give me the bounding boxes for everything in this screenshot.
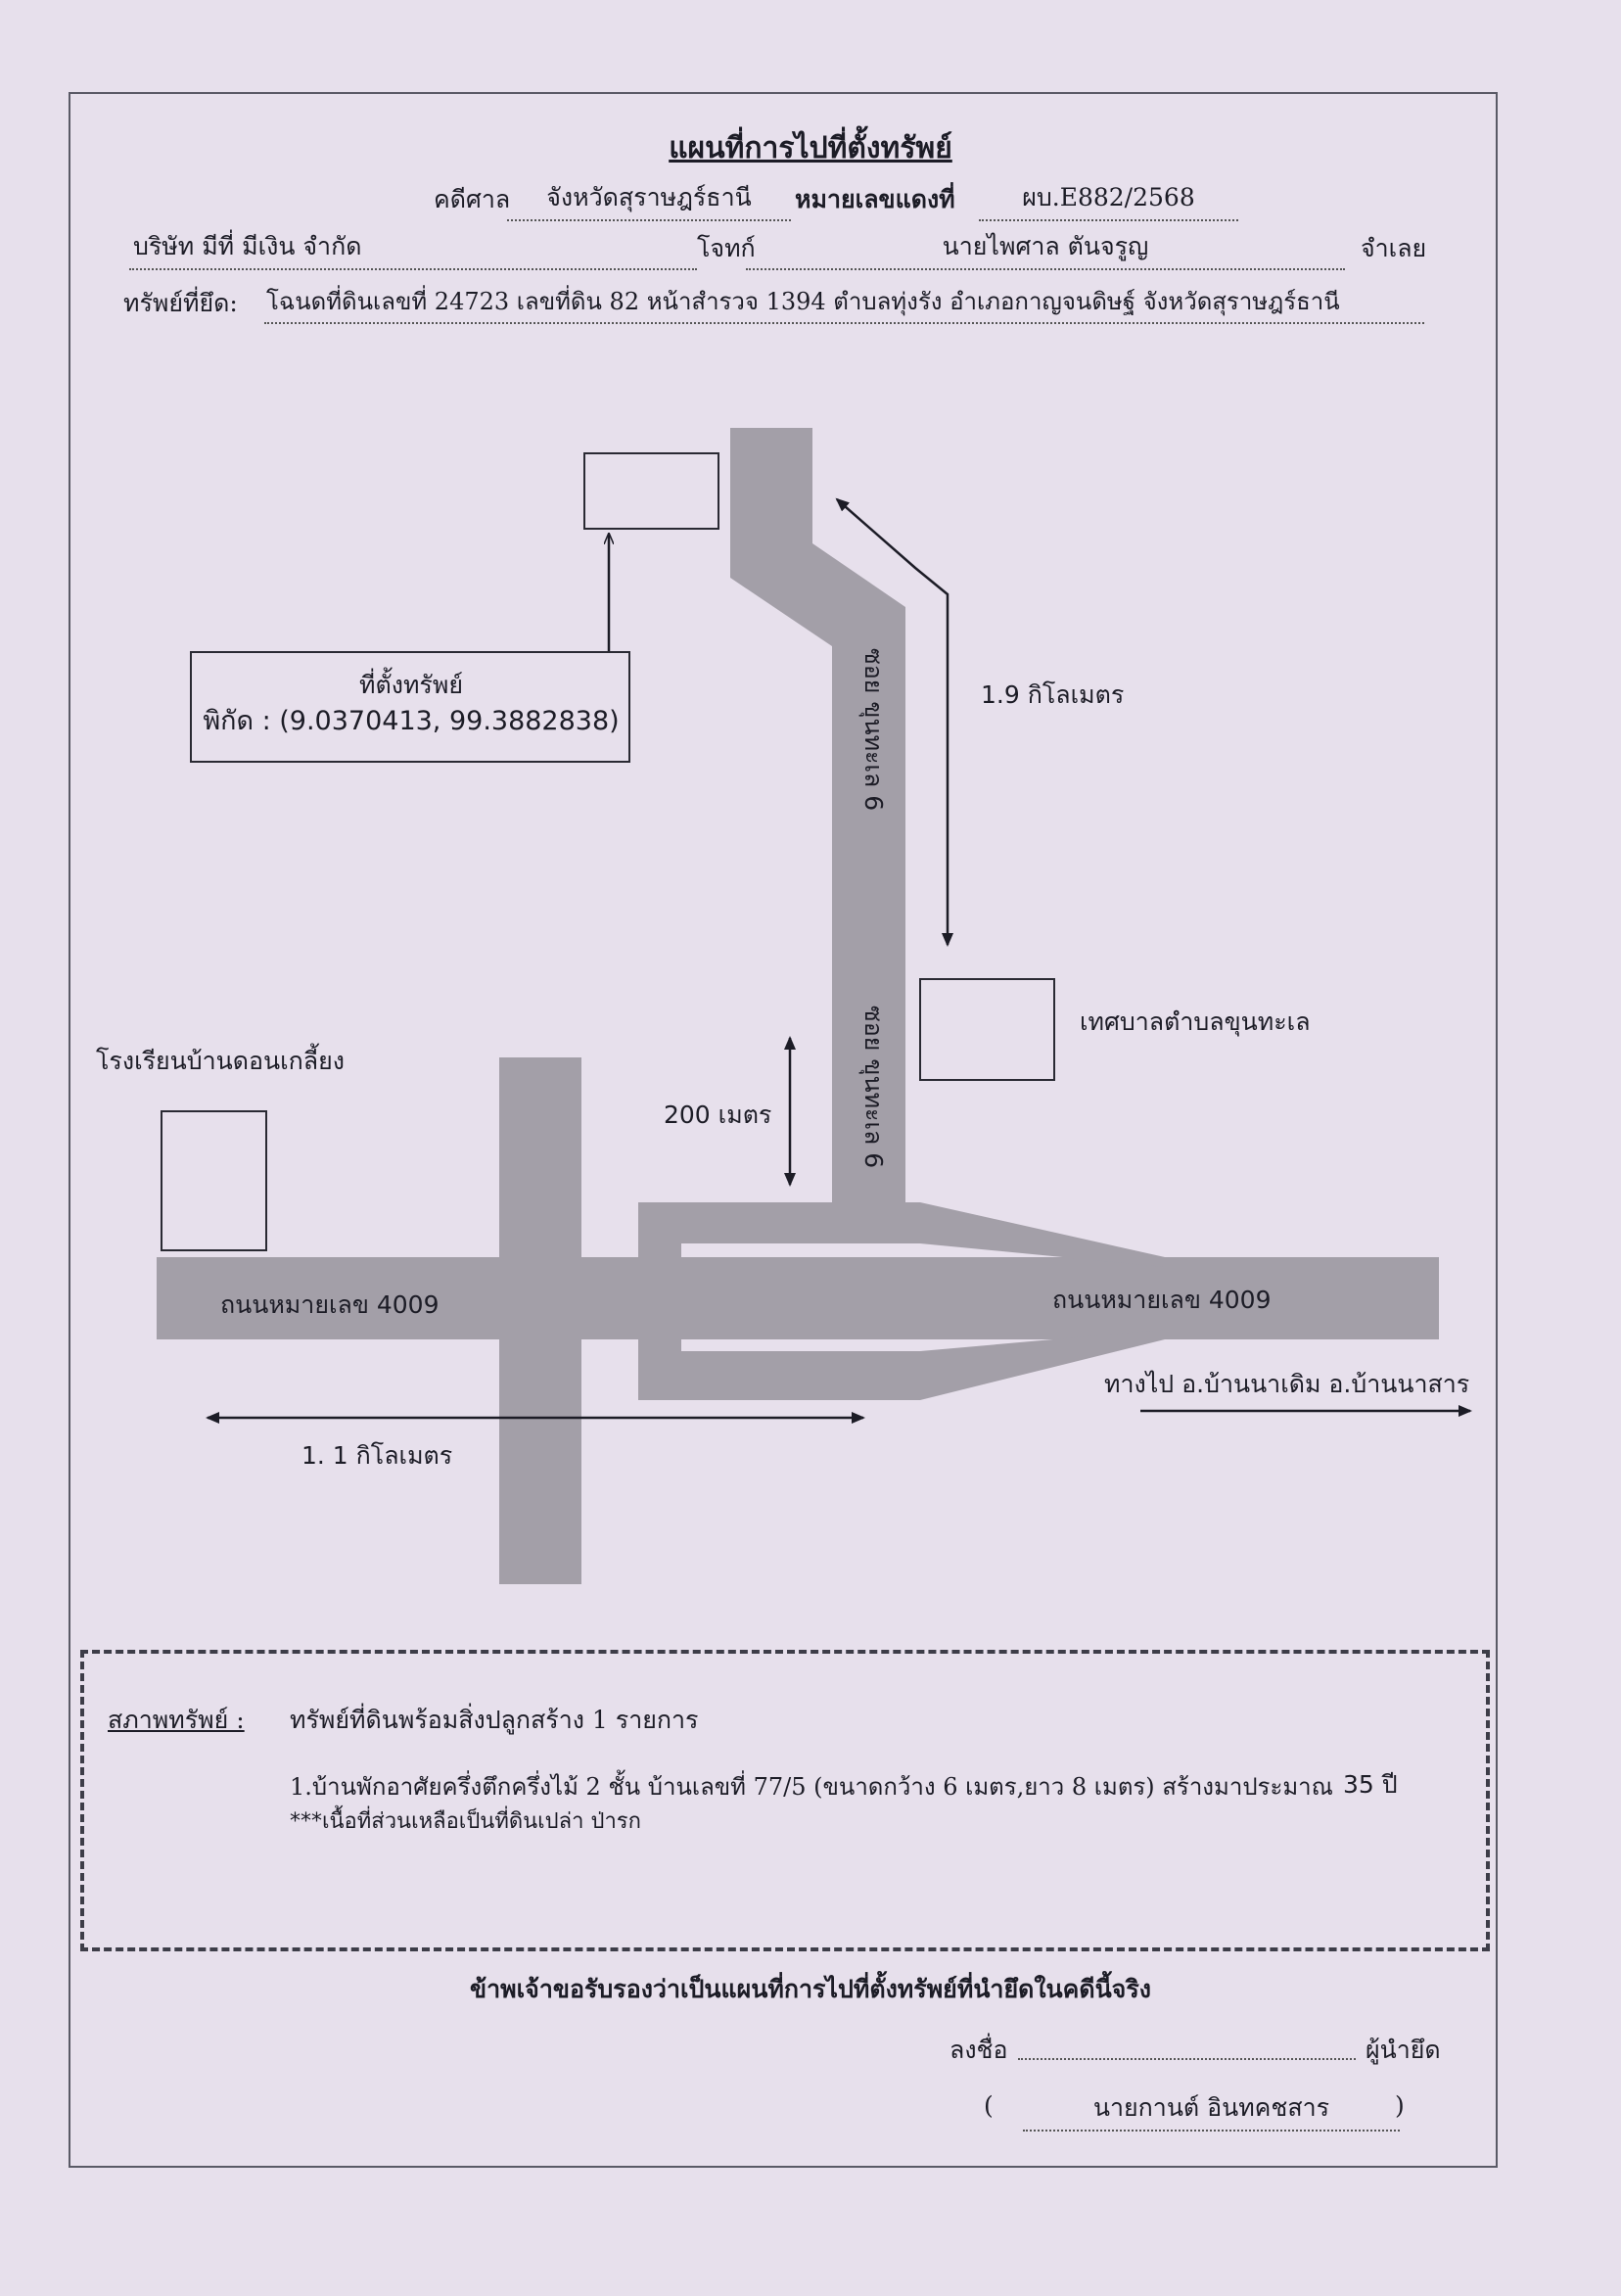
direction-label: ทางไป อ.บ้านนาเดิม อ.บ้านนาสาร [1104, 1370, 1469, 1398]
junction-upper [638, 1202, 1165, 1267]
close-paren: ) [1395, 2091, 1405, 2120]
condition-note: ***เนื้อที่ส่วนเหลือเป็นที่ดินเปล่า ป่าร… [290, 1809, 641, 1834]
distance-west: 1. 1 กิโลเมตร [301, 1441, 452, 1470]
soi-label-lower: ซอย ขุนทะเล 6 [858, 1006, 888, 1168]
defendant-value: นายไพศาล ตันจรูญ [746, 227, 1345, 270]
property-condition-box [80, 1650, 1490, 1951]
red-case-value: ผบ.E882/2568 [979, 178, 1238, 221]
property-coords: พิกัด : (9.0370413, 99.3882838) [203, 706, 619, 736]
property-title: ที่ตั้งทรัพย์ [359, 667, 463, 699]
red-case-label: หมายเลขแดงที่ [795, 185, 955, 213]
main-road-4009 [157, 1257, 1439, 1339]
condition-label: สภาพทรัพย์ : [108, 1706, 245, 1734]
seized-value: โฉนดที่ดินเลขที่ 24723 เลขที่ดิน 82 หน้า… [264, 282, 1424, 324]
property-callout [190, 651, 630, 763]
distance-200: 200 เมตร [664, 1101, 771, 1129]
condition-item-1: 1.บ้านพักอาศัยครึ่งตึกครึ่งไม้ 2 ชั้น บ้… [290, 1773, 1333, 1801]
distance-north-arrow [835, 497, 953, 947]
open-paren: ( [984, 2091, 994, 2120]
junction-left [638, 1202, 681, 1400]
main-road-label-west: ถนนหมายเลข 4009 [220, 1290, 440, 1319]
document-frame [69, 92, 1498, 2168]
municipality-label: เทศบาลตำบลขุนทะเล [1080, 1007, 1311, 1037]
signer-name: นายกานต์ อินทคชสาร [1023, 2088, 1400, 2132]
condition-item-1-years: 35 ปี [1343, 1770, 1398, 1799]
school-label: โรงเรียนบ้านดอนเกลี้ยง [96, 1043, 345, 1075]
court-label: คดีศาล [434, 185, 511, 213]
plaintiff-label: โจทก์ [697, 234, 756, 262]
plaintiff-value: บริษัท มีที่ มีเงิน จำกัด [129, 227, 697, 270]
court-value: จังหวัดสุราษฎร์ธานี [507, 178, 791, 221]
signer-role: ผู้นำยึด [1366, 2036, 1441, 2064]
main-road-label-east: ถนนหมายเลข 4009 [1052, 1286, 1272, 1314]
school-box [161, 1110, 267, 1251]
soi-label-upper: ซอย ขุนทะเล 6 [858, 648, 888, 811]
sign-label: ลงชื่อ [949, 2036, 1008, 2064]
page-title: แผนที่การไปที่ตั้งทรัพย์ [669, 131, 952, 165]
municipality-box [919, 978, 1055, 1081]
signature-line [1018, 2029, 1356, 2060]
junction-lower [638, 1330, 1165, 1400]
property-box [583, 452, 719, 530]
distance-north: 1.9 กิโลเมตร [981, 680, 1124, 709]
seized-label: ทรัพย์ที่ยึด: [123, 289, 238, 317]
certification-text: ข้าพเจ้าขอรับรองว่าเป็นแผนที่การไปที่ตั้… [470, 1975, 1151, 2003]
defendant-label: จำเลย [1361, 234, 1427, 262]
condition-summary: ทรัพย์ที่ดินพร้อมสิ่งปลูกสร้าง 1 รายการ [290, 1706, 699, 1734]
